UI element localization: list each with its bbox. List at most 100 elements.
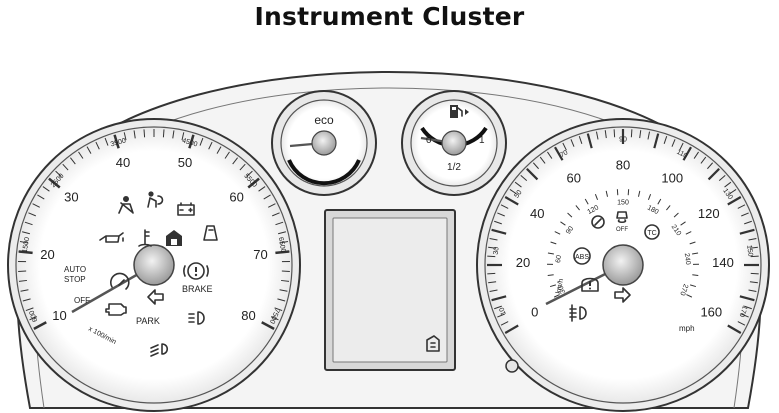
- dial-tick: [605, 190, 609, 197]
- svg-text:TC: TC: [647, 230, 656, 237]
- auto-stop-label-2: STOP: [64, 275, 86, 284]
- dial-tick: [550, 241, 557, 245]
- dial-number: 40: [530, 206, 544, 221]
- brake-icon: [183, 262, 209, 280]
- dial-tick: [750, 255, 759, 258]
- dial-tick: [104, 137, 109, 146]
- dial-number: 70: [253, 247, 267, 262]
- dial-number: 10: [52, 308, 66, 323]
- dial-tick: [62, 163, 69, 171]
- dial-tick: [48, 177, 61, 189]
- highbeam-icon: [150, 343, 169, 357]
- dial-tick: [263, 194, 271, 200]
- dial-number: 50: [178, 155, 192, 170]
- dial-tick: [560, 221, 566, 226]
- airbag-icon: [147, 191, 164, 208]
- headlamp-icon: [569, 304, 587, 322]
- esc-off-icon: OFF: [616, 211, 628, 233]
- dial-number: 180: [646, 204, 660, 216]
- dial-tick: [37, 194, 45, 200]
- dial-tick: [741, 212, 749, 217]
- dial-tick: [22, 231, 31, 235]
- dial-number: 60: [567, 171, 581, 186]
- speedometer: 0204060801001201401601030507090110130150…: [476, 118, 770, 412]
- dial-tick: [500, 204, 509, 209]
- cornering-icon: [591, 215, 605, 229]
- tachometer-ticks: [18, 129, 290, 330]
- dial-tick: [279, 241, 289, 244]
- dial-tick: [707, 168, 720, 181]
- dial-tick: [18, 279, 27, 282]
- dial-tick: [637, 190, 641, 197]
- dial-tick: [279, 289, 288, 292]
- dial-tick: [123, 132, 127, 141]
- dial-tick: [78, 151, 84, 159]
- dial-number: 120: [586, 204, 600, 216]
- dial-tick: [232, 157, 238, 165]
- dial-tick: [547, 252, 554, 255]
- dial-tick: [70, 157, 76, 165]
- fuel-gauge: 0 1/2 1: [401, 90, 507, 196]
- dial-tick: [744, 305, 752, 310]
- dial-tick: [692, 274, 699, 277]
- dial-tick: [562, 142, 567, 151]
- dial-tick: [586, 133, 593, 149]
- mph-label: mph: [679, 324, 695, 333]
- dial-tick: [488, 281, 497, 284]
- trip-reset-knob[interactable]: [505, 359, 519, 373]
- page-title: Instrument Cluster: [254, 2, 525, 31]
- dial-tick: [749, 246, 758, 249]
- engine-icon: [105, 303, 127, 316]
- oil-icon: [99, 232, 124, 243]
- dial-number: 60: [229, 190, 243, 205]
- dial-tick: [724, 181, 732, 188]
- dial-tick: [657, 198, 662, 205]
- dial-tick: [578, 136, 583, 144]
- dial-tick: [172, 130, 175, 139]
- dial-number: 20: [40, 247, 54, 262]
- dial-tick: [554, 146, 564, 161]
- dial-tick: [28, 212, 36, 217]
- dial-tick: [744, 220, 752, 225]
- eco-gauge: eco: [271, 90, 377, 196]
- dial-tick: [504, 324, 519, 334]
- svg-text:ABS: ABS: [575, 254, 589, 261]
- tach-off-label: OFF: [74, 296, 90, 305]
- driver-info-display: [324, 209, 456, 371]
- dial-tick: [247, 177, 260, 189]
- dial-tick: [270, 316, 279, 321]
- dial-number: 30: [558, 285, 567, 295]
- dial-number: 170: [737, 304, 748, 317]
- door-ajar-icon: [203, 225, 218, 241]
- dial-number: 70: [559, 149, 569, 159]
- cruise-icon: [109, 272, 130, 290]
- dial-tick: [693, 151, 699, 159]
- dial-tick: [604, 130, 607, 139]
- dial-tick: [737, 321, 746, 326]
- dial-number: 120: [698, 206, 720, 221]
- dial-number: 30: [64, 190, 78, 205]
- dial-tick: [666, 205, 671, 211]
- dial-number: 270: [678, 283, 689, 296]
- dial-tick: [682, 146, 692, 161]
- dial-tick: [275, 221, 284, 226]
- dial-tick: [239, 163, 246, 171]
- dial-tick: [491, 228, 507, 235]
- dial-tick: [749, 281, 758, 284]
- dial-tick: [647, 131, 651, 140]
- dial-tick: [95, 141, 100, 150]
- dial-tick: [750, 272, 759, 275]
- driver-info-icon: [426, 335, 440, 352]
- dial-tick: [25, 307, 34, 312]
- dial-number: 0: [531, 304, 538, 319]
- tachometer-hub: [133, 244, 175, 286]
- dial-tick: [208, 141, 213, 150]
- eco-label: eco: [314, 113, 334, 127]
- dial-tick: [509, 189, 517, 195]
- eco-hub: [311, 130, 337, 156]
- dial-tick: [692, 252, 699, 255]
- dial-tick: [29, 316, 38, 321]
- dial-tick: [489, 237, 498, 241]
- dial-tick: [584, 198, 589, 205]
- dial-tick: [686, 294, 693, 298]
